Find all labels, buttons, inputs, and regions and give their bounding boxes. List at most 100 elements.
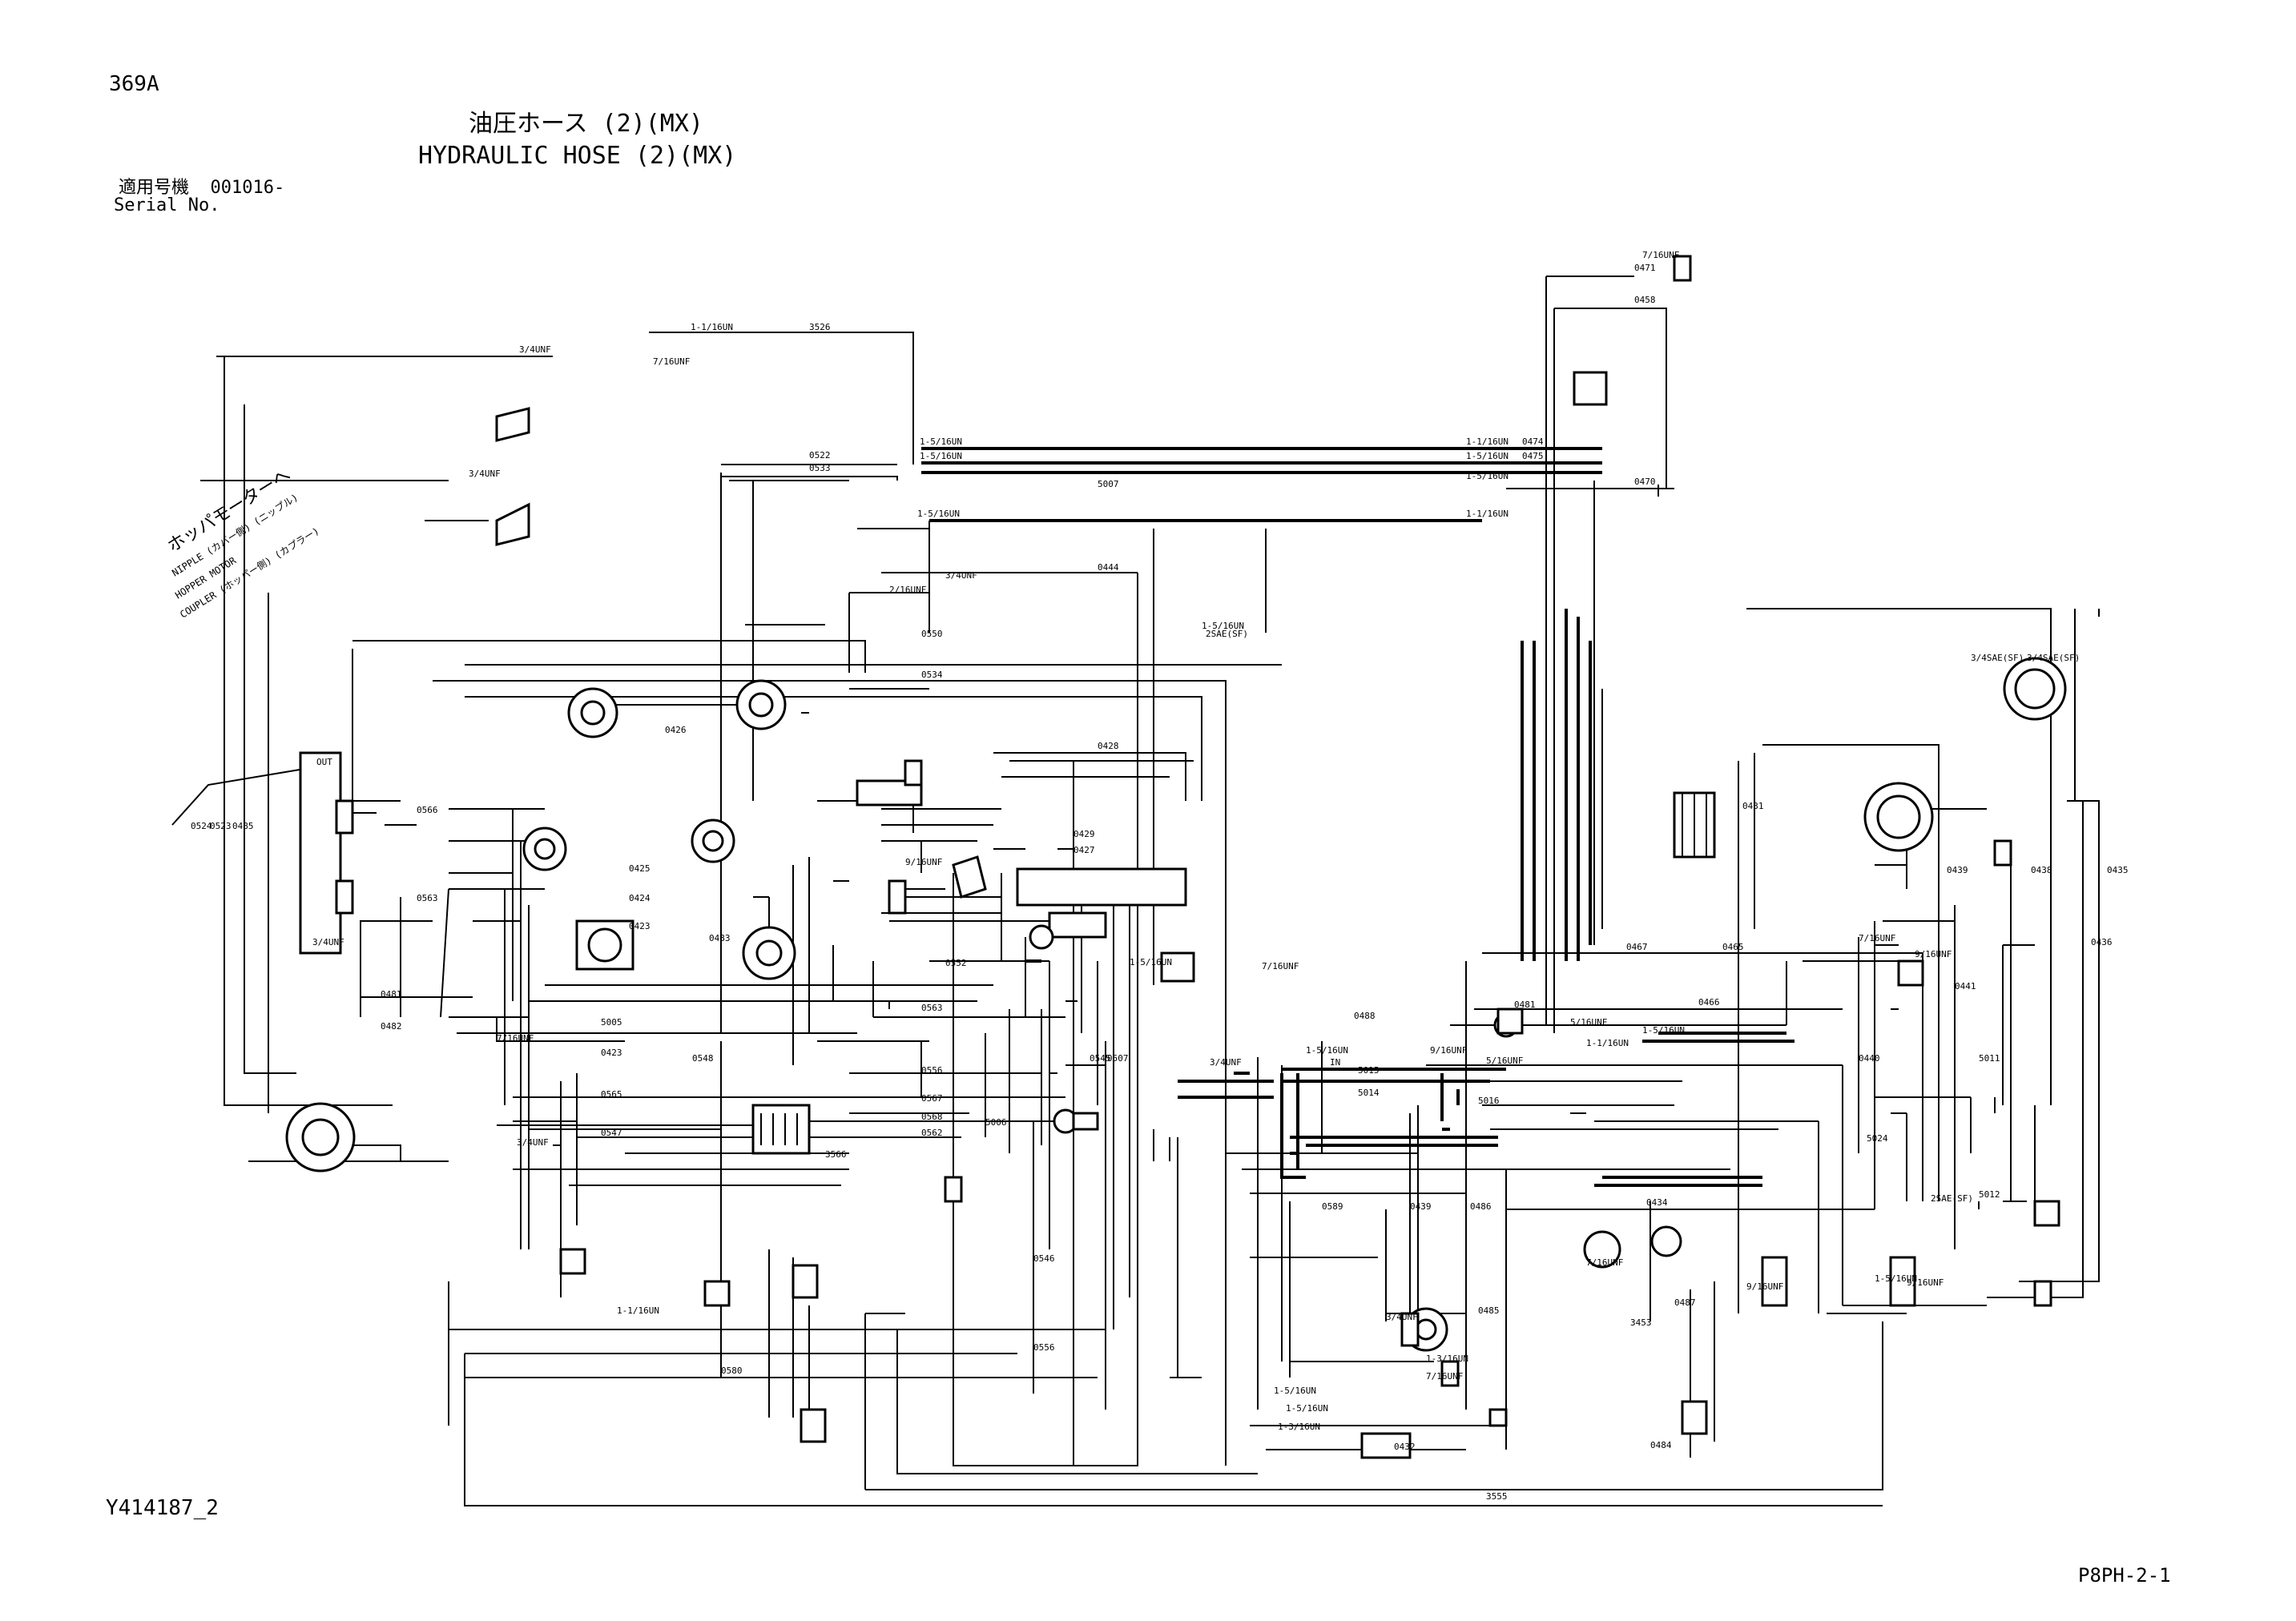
fitting-label: 1-5/16UN (1202, 621, 1244, 631)
fitting-label: 5/16UNF (1570, 1017, 1607, 1028)
fitting-label: 9/16UNF (905, 857, 942, 867)
components (285, 255, 2067, 1459)
fitting-label: 0552 (945, 958, 967, 968)
fitting-label: 1-5/16UN (917, 509, 960, 519)
hopper-nipple (495, 502, 530, 546)
fitting-label: 1-1/16UN (691, 322, 733, 332)
fitting-label: 0427 (1073, 845, 1095, 855)
oil-cooler (299, 751, 342, 955)
quick-coupler-right (2033, 1200, 2060, 1227)
hopper-coupler (495, 407, 530, 442)
fitting-label: 0545 (1090, 1053, 1111, 1064)
fitting-label: 0567 (921, 1093, 943, 1104)
fitting-label: 0466 (1698, 997, 1720, 1008)
fitting-label: 0522 (809, 450, 831, 461)
fitting-label: 3555 (1486, 1491, 1508, 1502)
fitting-label: 0507 (1107, 1053, 1129, 1064)
fitting-lower-left (792, 1264, 819, 1299)
fitting-label: 0547 (601, 1128, 622, 1138)
fitting-label: 0485 (1478, 1305, 1500, 1316)
fitting-label: 0580 (721, 1366, 743, 1376)
fitting-label: IN (1330, 1057, 1340, 1068)
fitting-label: 0548 (692, 1053, 714, 1064)
fitting-label: 9/16UNF (1746, 1281, 1783, 1292)
fitting-label: 1-5/16UN (920, 436, 962, 447)
fitting-label: 5007 (1098, 479, 1119, 489)
fitting-label: 3/4UNF (519, 344, 551, 355)
small-block-right (1496, 1008, 1524, 1035)
serial-label-jp: 適用号機 (119, 178, 190, 198)
fitting-label: 9/16UNF (1907, 1277, 1944, 1288)
fitting-label: 0589 (1322, 1201, 1343, 1212)
fitting-label: 0428 (1098, 741, 1119, 751)
fitting-label: 0556 (1033, 1342, 1055, 1353)
fitting-label: 1-3/16UN (1278, 1422, 1320, 1432)
fitting-label: 0429 (1073, 829, 1095, 839)
fitting-label: 1-3/16UN (1426, 1354, 1468, 1364)
fitting-label: 1-5/16UN (1306, 1045, 1348, 1056)
fitting-label: 0486 (1470, 1201, 1492, 1212)
fitting-label: 3566 (825, 1149, 847, 1160)
fitting-label: 0550 (921, 629, 943, 639)
fitting-label: 3/4UNF (1386, 1312, 1418, 1322)
fitting-label: 1-1/16UN (1586, 1038, 1629, 1048)
serial-line: 適用号機 001016- (119, 179, 284, 197)
fitting-label: 0482 (381, 1021, 402, 1032)
fitting-label: 5011 (1979, 1053, 2000, 1064)
fitting-label: 0432 (1394, 1442, 1416, 1452)
serial-value: 001016- (210, 178, 285, 198)
sheet-id: P8PH-2-1 (2078, 1564, 2171, 1587)
manifold-block (1016, 867, 1187, 907)
fitting-label: 0566 (417, 805, 438, 815)
fitting-label: 0565 (601, 1089, 622, 1100)
fitting-label: 1-5/16UN (1274, 1386, 1316, 1396)
fitting-label: 5/16UNF (1486, 1056, 1523, 1066)
fitting-label: 1-5/16UN (1286, 1403, 1328, 1414)
fitting-label: 5006 (985, 1117, 1007, 1128)
fitting-label: 1-5/16UN (1642, 1025, 1685, 1036)
fitting-label: 0475 (1522, 451, 1544, 461)
fitting-label: 0470 (1634, 477, 1656, 487)
fitting-label: 0439 (1410, 1201, 1432, 1212)
fitting-label: 3/4UNF (312, 937, 344, 947)
fitting-label: 0467 (1626, 942, 1648, 952)
fitting-label: 0563 (921, 1003, 943, 1013)
fitting-label: 7/16UNF (1859, 933, 1895, 943)
fitting-label: 0474 (1522, 436, 1544, 447)
elbow-fitting (952, 855, 987, 899)
fitting-label: 5024 (1867, 1133, 1888, 1144)
fitting-label: 0441 (1955, 981, 1976, 992)
fitting-label: 7/16UNF (1586, 1257, 1623, 1268)
fitting-label: 0444 (1098, 562, 1119, 573)
fitting-label: 1-1/16UN (1466, 509, 1509, 519)
fitting-label: 3/4UNF (469, 469, 501, 479)
fitting-label: 0440 (1859, 1053, 1880, 1064)
fitting-label: 7/16UNF (1426, 1371, 1463, 1382)
fitting-label: 0568 (921, 1112, 943, 1122)
fitting-label: 5005 (601, 1017, 622, 1028)
fitting-label: 0458 (1634, 295, 1656, 305)
fitting-label: 0534 (921, 670, 943, 680)
drawing-number: Y414187_2 (106, 1496, 219, 1520)
fitting-label: 5015 (1358, 1065, 1380, 1076)
fitting-label: 0434 (1646, 1197, 1668, 1208)
fitting-label: 0483 (709, 933, 731, 943)
fitting-label: 0556 (921, 1065, 943, 1076)
fitting-label: 1-5/16UN (1875, 1273, 1917, 1284)
fitting-labels: 1-1/16UN 3526 3/4UNF 3/4UNF 7/16UNF 1-5/… (191, 250, 2129, 1502)
top-right-valve (1673, 255, 1692, 282)
fitting-label: 9/16UNF (1915, 949, 1952, 959)
fitting-label: 7/16UNF (653, 356, 690, 367)
fitting-lower-2 (703, 1280, 731, 1307)
fitting-label: 0435 (2107, 865, 2129, 875)
pressure-switch-block (1160, 951, 1195, 983)
shuttle-valve-1 (1761, 1256, 1788, 1307)
fitting-label: 0563 (417, 893, 438, 903)
fitting-label: 1-5/16UN (920, 451, 962, 461)
pilot-pump (1360, 1432, 1412, 1459)
fitting-label: 0423 (601, 1048, 622, 1058)
fitting-label: 0481 (1514, 1000, 1536, 1010)
control-valve-block (751, 1104, 811, 1155)
fitting-label: 1-5/16UN (1130, 957, 1172, 967)
